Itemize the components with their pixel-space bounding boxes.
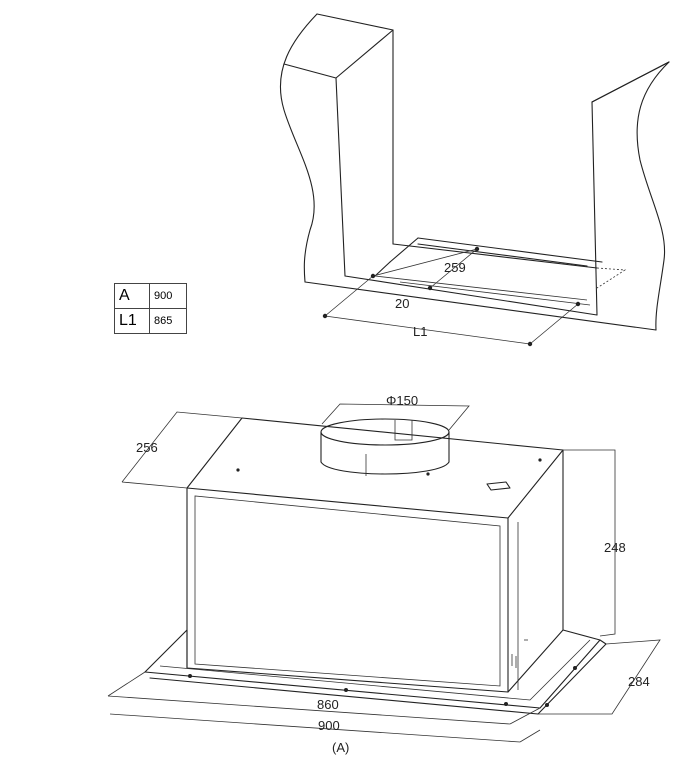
cabinet-length-label: L1 <box>413 324 427 339</box>
height-label: 248 <box>604 540 626 555</box>
depth-label: 284 <box>628 674 650 689</box>
table-row: L1 865 <box>114 308 187 334</box>
hood-illustration: Φ150 256 248 284 860 900 (A) <box>107 393 661 755</box>
cabinet-depth-label: 259 <box>444 260 466 275</box>
top-depth-label: 256 <box>136 440 158 455</box>
table-value: 865 <box>149 308 187 334</box>
figure-caption: (A) <box>332 740 349 755</box>
dimension-table: A 900 L1 865 <box>114 283 187 334</box>
outer-width-label: 900 <box>318 718 340 733</box>
cabinet-illustration: 259 20 L1 <box>279 13 670 347</box>
table-key: A <box>114 283 150 309</box>
cabinet-offset-label: 20 <box>395 296 409 311</box>
inner-width-label: 860 <box>317 697 339 712</box>
duct-diameter-label: Φ150 <box>386 393 418 408</box>
